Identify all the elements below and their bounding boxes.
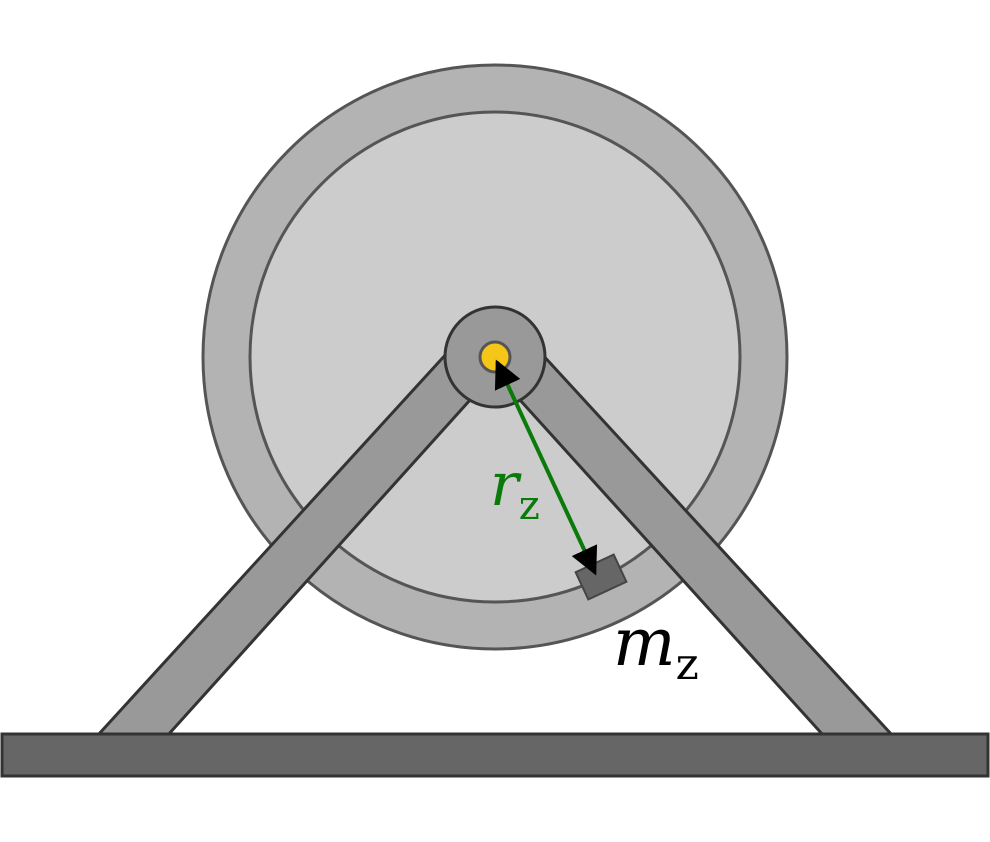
mass-label: mz xyxy=(613,604,699,690)
radius-arrow xyxy=(494,359,598,576)
mass-label-main: m xyxy=(613,604,676,681)
axle xyxy=(478,340,512,374)
radius-label-main: r xyxy=(490,450,522,520)
base-plate xyxy=(0,732,990,778)
mass-label-sub: z xyxy=(676,639,699,690)
radius-label: rz xyxy=(490,450,540,529)
radius-label-sub: z xyxy=(519,483,540,529)
